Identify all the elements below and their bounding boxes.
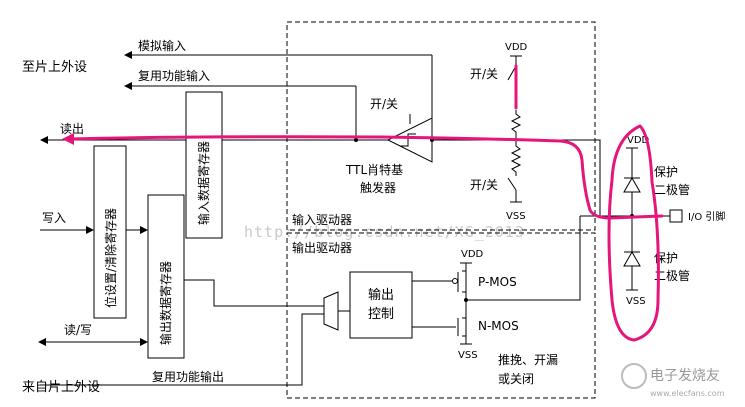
vdd-top-label: VDD — [505, 42, 528, 53]
push-pull-label-2: 或关闭 — [498, 372, 534, 386]
read-write-arrow-left — [38, 338, 46, 346]
pulldown-on-off-label: 开/关 — [470, 178, 498, 192]
alt-func-output-line — [40, 313, 324, 386]
output-control-label-1: 输出 — [368, 287, 394, 303]
pullup-on-off-label: 开/关 — [470, 67, 498, 81]
output-driver-label: 输出驱动器 — [292, 240, 352, 255]
bit-set-reset-register — [93, 145, 127, 319]
output-control-box — [349, 271, 413, 339]
ttl-schmitt-label-1: TTL肖特基 — [345, 162, 403, 177]
vss-right-label: VSS — [626, 296, 646, 307]
protect-diode-bottom-label-2: 二极管 — [654, 268, 690, 283]
highlight-signal-path — [64, 135, 664, 220]
vdd-right-label: VDD — [627, 135, 650, 146]
input-data-register-label: 输入数据寄存器 — [196, 141, 211, 225]
output-control-label-2: 控制 — [368, 307, 394, 322]
read-out-arrowhead — [40, 136, 48, 144]
nmos-label: N-MOS — [478, 319, 519, 333]
highlight-diode-loop — [607, 124, 660, 342]
ttl-schmitt-trigger — [386, 117, 433, 163]
push-pull-label-1: 推挽、开漏 — [498, 353, 558, 367]
odr-to-mux-line — [184, 279, 324, 307]
nmos-channel — [462, 317, 467, 337]
read-write-label: 读/写 — [64, 323, 92, 337]
ttl-schmitt-label-2: 触发器 — [360, 180, 396, 195]
watermark-text: http://blog.csdn.net/XG_2013 — [244, 223, 525, 241]
schmitt-hysteresis-symbol — [400, 133, 416, 147]
pmos-channel — [462, 270, 467, 293]
trigger-output-node — [354, 138, 358, 142]
input-driver-region — [286, 21, 596, 231]
logo-url: www.elecfans.com — [650, 389, 725, 398]
elecfans-logo: 电子发烧友 www.elecfans.com — [621, 363, 725, 398]
pulldown-resistor — [510, 140, 522, 176]
vdd-output-label: VDD — [461, 249, 484, 260]
output-data-register — [147, 194, 185, 359]
output-mux — [323, 291, 339, 331]
alt-func-input-label: 复用功能输入 — [138, 68, 210, 83]
protect-diode-top-label-2: 二极管 — [654, 182, 690, 197]
input-data-register — [185, 91, 223, 239]
io-pin-label: I/O 引脚 — [688, 210, 725, 223]
alt-func-output-label: 复用功能输出 — [152, 369, 224, 384]
pmos-bubble — [452, 278, 458, 284]
bit-set-reset-register-label: 位设置/清除寄存器 — [103, 208, 118, 308]
read-out-label: 读出 — [60, 122, 84, 136]
highlight-arrowhead — [62, 133, 74, 145]
pullup-resistor — [510, 110, 522, 140]
protect-diode-bottom — [623, 250, 641, 267]
protect-diode-top — [623, 176, 641, 193]
from-onchip-peripheral-label: 来自片上外设 — [22, 380, 100, 395]
write-in-arrowhead — [86, 226, 94, 234]
to-onchip-peripheral-label: 至片上外设 — [22, 60, 87, 75]
trigger-on-off-label: 开/关 — [370, 97, 398, 111]
io-pin-box — [669, 209, 683, 223]
write-in-label: 写入 — [42, 211, 66, 225]
protect-diode-bottom-label-1: 保护 — [654, 251, 678, 265]
input-driver-label: 输入驱动器 — [292, 212, 352, 227]
logo-text: 电子发烧友 — [650, 368, 720, 384]
output-to-pin-line — [466, 216, 581, 301]
vss-output-label: VSS — [458, 350, 478, 361]
read-write-arrow-right — [140, 338, 148, 346]
vss-mid-label: VSS — [506, 211, 526, 222]
pulldown-switch — [507, 177, 517, 191]
protect-diode-top-label-1: 保护 — [654, 165, 678, 179]
analog-input-label: 模拟输入 — [138, 38, 186, 53]
pmos-label: P-MOS — [478, 275, 517, 289]
bsr-to-odr-arrowhead — [140, 226, 148, 234]
output-data-register-label: 输出数据寄存器 — [158, 261, 173, 345]
analog-input-arrowhead — [124, 51, 132, 59]
output-driver-region — [286, 232, 596, 399]
logo-mark — [621, 363, 647, 389]
alt-func-input-arrowhead — [124, 82, 132, 90]
